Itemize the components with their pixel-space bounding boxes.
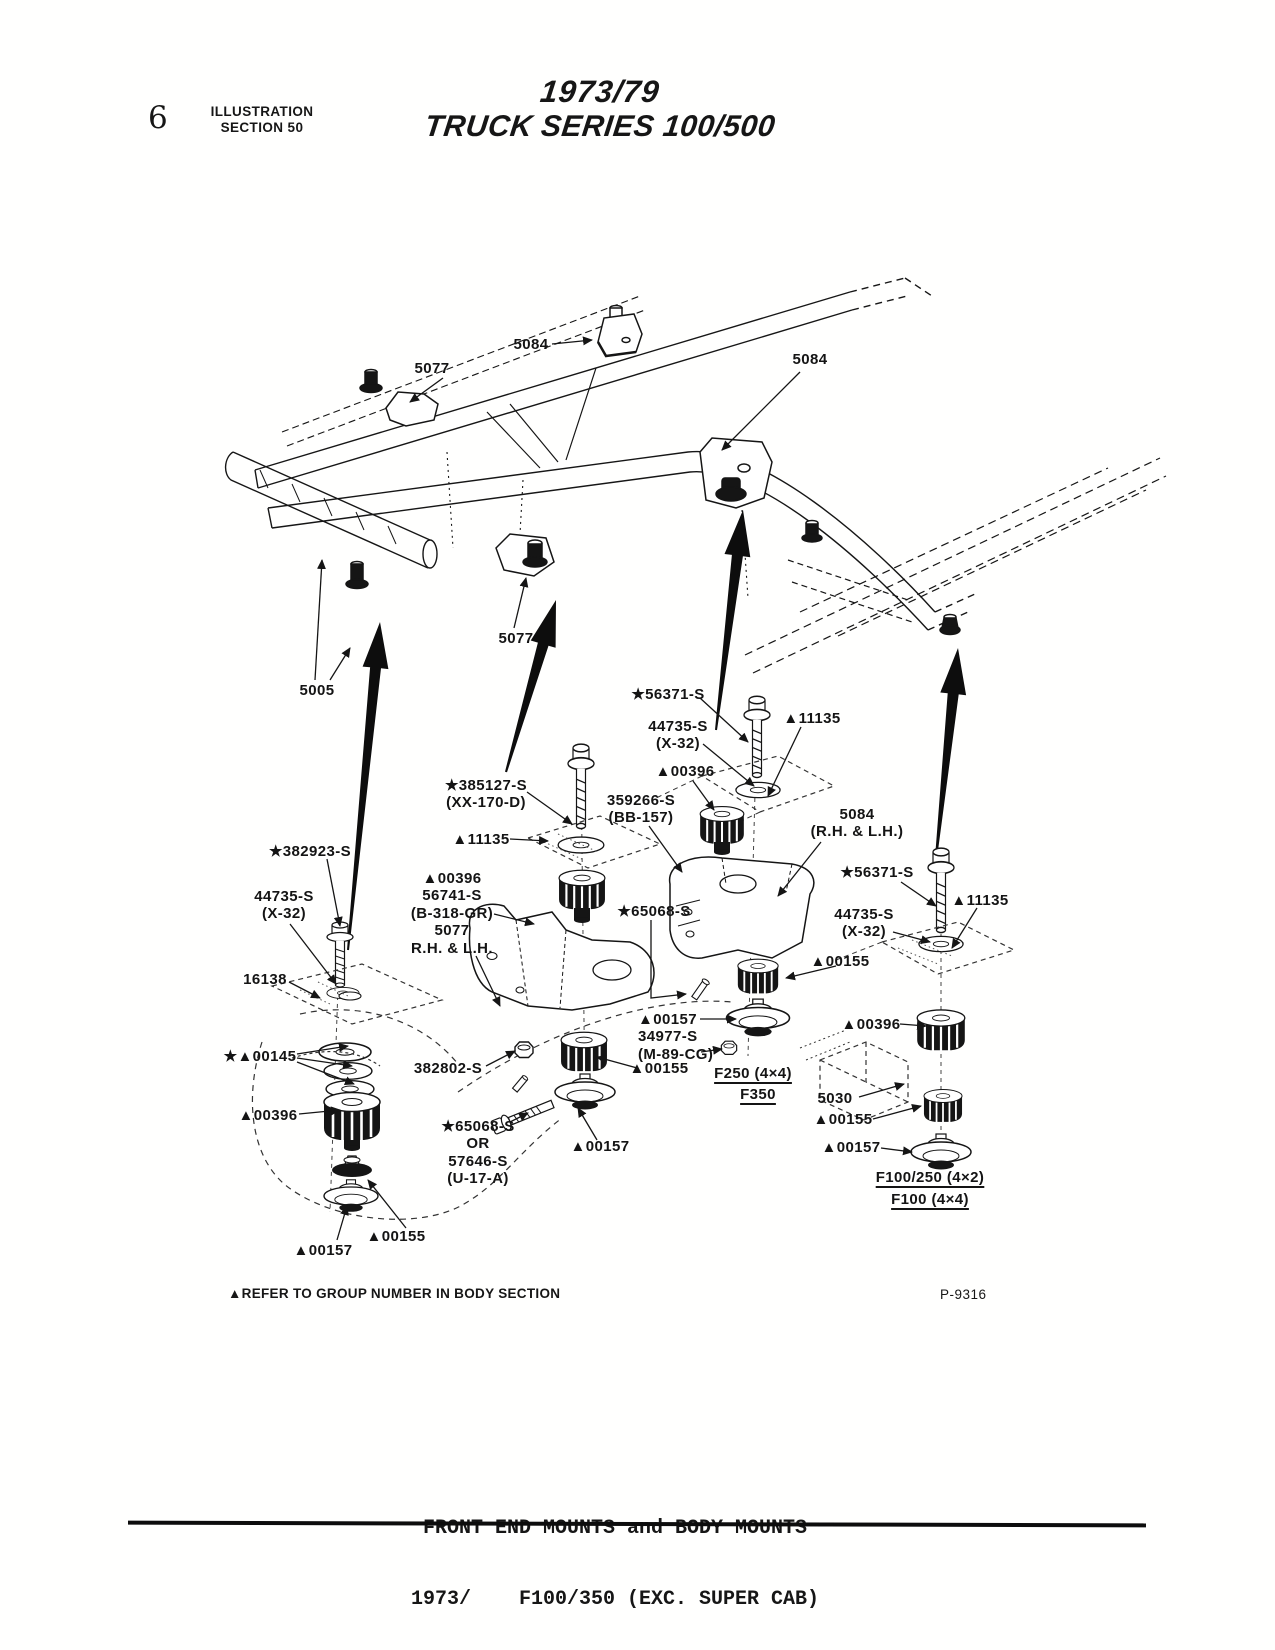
bracket-5084-frame-center (596, 304, 643, 358)
insulator-00155-centerright (736, 958, 780, 996)
part-callout-f100-4x4: F100 (4×4) (891, 1191, 969, 1208)
insulator-00396-left (322, 1091, 382, 1144)
section-heading-line2: SECTION 50 (220, 120, 304, 136)
insulator-00155-left (332, 1163, 372, 1177)
part-callout-00396-right: ▲00396 (841, 1016, 901, 1033)
part-callout-382923: ★382923-S (268, 843, 352, 860)
bracket-5084-frame-right (699, 437, 773, 509)
insulator-00155-centerleft (559, 1031, 609, 1074)
part-callout-359266: 359266-S (BB-157) (606, 792, 676, 827)
insulator-00396-right (916, 1008, 966, 1054)
mount-right-rail (801, 519, 823, 543)
part-callout-00145: ★▲00145 (223, 1048, 297, 1065)
part-callout-65068-center: ★65068-S (617, 903, 691, 920)
retainer-00157-left (323, 1179, 379, 1213)
part-callout-5030: 5030 (817, 1090, 853, 1107)
assembly-locator-arrows (347, 510, 967, 951)
part-callout-5084-topright: 5084 (792, 351, 828, 368)
part-callout-f350: F350 (740, 1086, 776, 1103)
washer-00145-1 (318, 1042, 372, 1062)
locator-arrow-left (347, 622, 389, 951)
nut-382802 (514, 1041, 534, 1059)
retainer-00157-centerright (725, 998, 791, 1038)
section-heading: ILLUSTRATION SECTION 50 (211, 104, 314, 136)
insulator-00155-right (923, 1088, 963, 1125)
plate-16138 (270, 963, 444, 1025)
frame-section-5030 (799, 1029, 909, 1121)
part-callout-11135-left: ▲11135 (452, 831, 510, 848)
part-callout-5077-mid: 5077 (498, 630, 534, 647)
part-callout-16138: 16138 (243, 971, 287, 988)
part-callout-00157-leftbot: ▲00157 (293, 1242, 353, 1259)
frame-brackets (345, 304, 961, 636)
frame-outline (224, 277, 1167, 674)
locator-arrow-centerright (715, 510, 751, 731)
part-callout-00155-center: ▲00155 (629, 1060, 689, 1077)
part-callout-382802: 382802-S (413, 1060, 483, 1077)
part-callout-5005: 5005 (299, 682, 335, 699)
footnote: ▲REFER TO GROUP NUMBER IN BODY SECTION (228, 1286, 561, 1301)
insulator-upper-center (699, 805, 745, 847)
part-callout-f100-250-4x2: F100/250 (4×2) (875, 1169, 985, 1186)
page-number: 6 (148, 100, 168, 136)
part-callout-00155-right: ▲00155 (813, 1111, 873, 1128)
retainer-00157-right (910, 1133, 972, 1171)
part-callout-00157-right: ▲00157 (821, 1139, 881, 1156)
part-callout-44735-center: 44735-S (X-32) (648, 718, 708, 753)
bracket-5077-frame-center (495, 533, 555, 577)
part-callout-00157-centerbot: ▲00157 (570, 1138, 630, 1155)
bracket-5077-frame (359, 368, 439, 427)
exploded-column-right (799, 847, 1016, 1171)
plate-number: P-9316 (940, 1287, 987, 1302)
insulator-56741 (557, 869, 607, 912)
figure-caption: FRONT END MOUNTS and BODY MOUNTS 1973/ F… (411, 1470, 819, 1650)
part-callout-44735-left: 44735-S (X-32) (254, 888, 314, 923)
leader-lines (288, 336, 978, 1241)
retainer-00157-centerleft (554, 1073, 616, 1111)
locator-arrow-centerleft (505, 600, 556, 773)
part-callout-00155-leftbot: ▲00155 (366, 1228, 426, 1245)
mount-5005 (345, 560, 369, 590)
figure-caption-line2: 1973/ F100/350 (EXC. SUPER CAB) (410, 1587, 820, 1611)
pin-65068-target (691, 978, 710, 1001)
nut-34977 (720, 1040, 738, 1055)
bracket-5077-part (468, 903, 655, 1011)
part-callout-56371-right: ★56371-S (840, 864, 914, 881)
washer-44735-right (918, 935, 964, 953)
bolt-56371-center (743, 695, 771, 779)
part-callout-00155-bracket: ▲00155 (810, 953, 870, 970)
part-callout-00396-center: ▲00396 (655, 763, 715, 780)
part-callout-44735-right: 44735-S (X-32) (834, 906, 894, 941)
part-callout-11135-center: ▲11135 (783, 710, 841, 727)
pin-382802 (511, 1075, 529, 1093)
washer-11135-left (557, 836, 605, 854)
part-callout-5084-top: 5084 (513, 336, 549, 353)
part-callout-00396-left: ▲00396 (238, 1107, 298, 1124)
part-callout-00157-34977: ▲00157 34977-S (M-89-CG) (638, 1011, 714, 1063)
part-callout-f250-4x4: F250 (4×4) (714, 1065, 792, 1082)
nut-right-rail (939, 613, 961, 636)
locator-arrow-right (935, 648, 967, 859)
cab-floor-outline (251, 1000, 733, 1220)
bolt-56371-right (927, 847, 955, 934)
part-callout-385127: ★385127-S (XX-170-D) (444, 777, 528, 812)
part-callout-56741-block: ▲00396 56741-S (B-318-GR) 5077 R.H. & L.… (410, 870, 494, 957)
part-callout-5077-topleft: 5077 (414, 360, 450, 377)
bracket-5084-part (668, 856, 815, 959)
part-callout-11135-right: ▲11135 (951, 892, 1009, 909)
part-callout-5084-rh-lh: 5084 (R.H. & L.H.) (810, 806, 904, 841)
part-callout-56371-center: ★56371-S (631, 686, 705, 703)
bolt-385127 (567, 743, 595, 830)
exploded-column-centerleft (468, 743, 693, 1135)
part-callout-65068-or: ★65068-S OR 57646-S (U-17-A) (441, 1118, 515, 1188)
exploded-column-left (251, 921, 733, 1220)
plate-11135-center (700, 755, 836, 813)
section-heading-line1: ILLUSTRATION (210, 104, 314, 119)
